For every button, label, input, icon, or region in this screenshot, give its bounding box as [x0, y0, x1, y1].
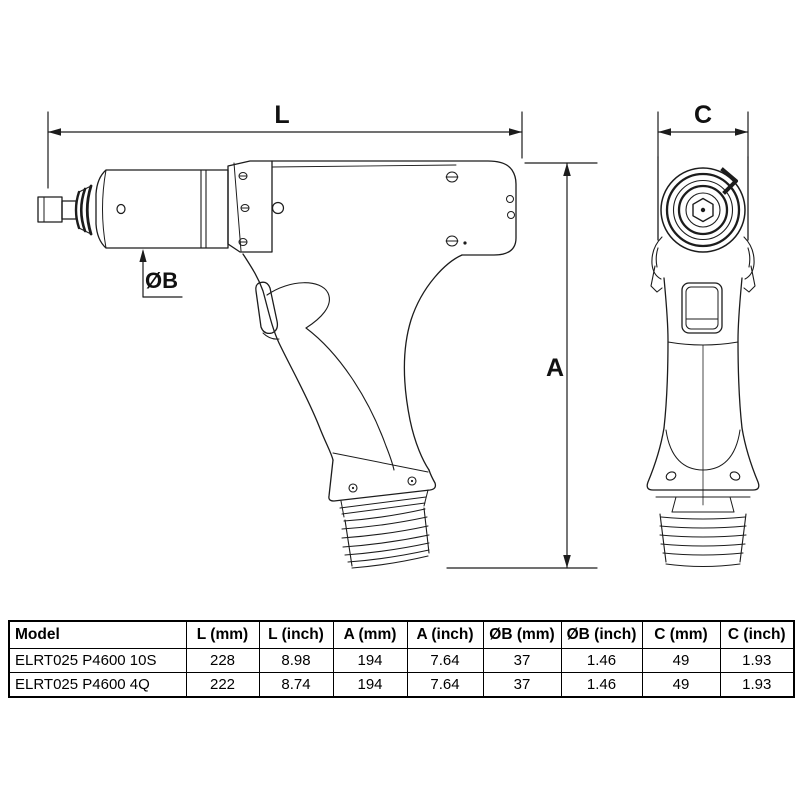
header-l-mm: L (mm): [185, 620, 260, 649]
table-cell-model: ELRT025 P4600 10S: [8, 648, 187, 673]
output-drive: [37, 184, 93, 236]
front-base-flare: [646, 427, 760, 513]
table-cell: 222: [185, 672, 260, 698]
rotation-arrow-icon: [720, 167, 738, 195]
connector-block: [227, 160, 285, 253]
arrowhead-icon: [563, 163, 571, 176]
hex-socket: [692, 197, 714, 223]
head-sides: [657, 156, 749, 241]
table-cell: 1.93: [719, 672, 795, 698]
dimension-C: [657, 111, 749, 158]
table-cell: 37: [482, 648, 562, 673]
table-cell: 8.74: [258, 672, 334, 698]
arrowhead-icon: [563, 555, 571, 568]
table-cell: 1.93: [719, 648, 795, 673]
dimension-OB: [139, 249, 183, 298]
front-view-drawing: [646, 156, 760, 568]
arrowhead-icon: [658, 128, 671, 136]
handle-button: [681, 282, 723, 334]
dimension-label-L: L: [274, 101, 290, 129]
side-view-drawing: [37, 160, 517, 569]
front-rings: [660, 167, 746, 253]
front-threaded-connector: [659, 513, 747, 568]
spec-table: Model L (mm) L (inch) A (mm) A (inch) ØB…: [8, 620, 795, 698]
header-c-mm: C (mm): [641, 620, 721, 649]
arrowhead-icon: [48, 128, 61, 136]
table-cell: 1.46: [560, 648, 643, 673]
dimension-A: [446, 162, 598, 569]
threaded-connector: [341, 507, 430, 569]
table-cell: 228: [185, 648, 260, 673]
front-handle: [663, 277, 743, 506]
table-row: ELRT025 P4600 10S 228 8.98 194 7.64 37 1…: [8, 648, 795, 673]
table-cell: 194: [332, 648, 408, 673]
dimension-L: [47, 111, 523, 189]
table-header-row: Model L (mm) L (inch) A (mm) A (inch) ØB…: [8, 620, 795, 649]
trigger: [255, 281, 280, 340]
dimension-label-C: C: [693, 101, 713, 129]
table-cell: 49: [641, 672, 721, 698]
table-row: ELRT025 P4600 4Q 222 8.74 194 7.64 37 1.…: [8, 672, 795, 698]
base-flare: [328, 452, 437, 518]
header-ob-inch: ØB (inch): [560, 620, 643, 649]
header-a-inch: A (inch): [406, 620, 484, 649]
header-c-inch: C (inch): [719, 620, 795, 649]
table-cell: 194: [332, 672, 408, 698]
pistol-grip: [242, 253, 463, 471]
table-cell: 7.64: [406, 648, 484, 673]
dimension-label-A: A: [545, 354, 565, 382]
table-cell-model: ELRT025 P4600 4Q: [8, 672, 187, 698]
arrowhead-icon: [735, 128, 748, 136]
table-cell: 1.46: [560, 672, 643, 698]
side-clips: [650, 236, 756, 293]
header-model: Model: [8, 620, 187, 649]
main-housing: [271, 160, 517, 256]
motor-housing: [95, 169, 229, 249]
arrowhead-icon: [139, 249, 147, 262]
header-l-inch: L (inch): [258, 620, 334, 649]
dimension-label-OB: ØB: [145, 268, 178, 293]
arrowhead-icon: [509, 128, 522, 136]
header-a-mm: A (mm): [332, 620, 408, 649]
table-cell: 8.98: [258, 648, 334, 673]
table-cell: 37: [482, 672, 562, 698]
dimension-lines: [47, 111, 749, 569]
table-cell: 49: [641, 648, 721, 673]
table-cell: 7.64: [406, 672, 484, 698]
header-ob-mm: ØB (mm): [482, 620, 562, 649]
